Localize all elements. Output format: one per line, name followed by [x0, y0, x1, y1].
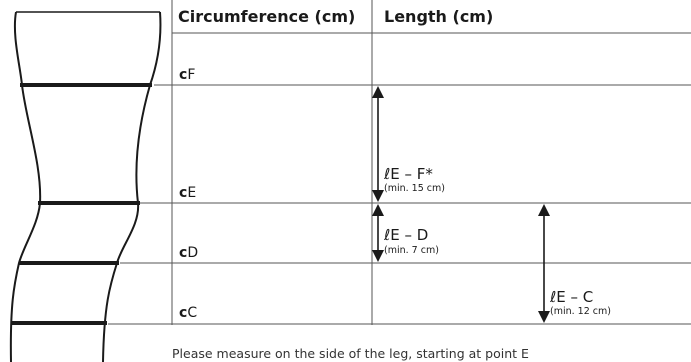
measure-label-e-d: ℓE – D: [384, 226, 429, 244]
measure-label-e-c: ℓE – C: [550, 288, 594, 306]
footnote: Please measure on the side of the leg, s…: [172, 346, 529, 361]
header-circumference: Circumference (cm): [178, 7, 356, 26]
measure-note-e-c: (min. 12 cm): [550, 306, 611, 317]
row-label-ce: cE: [179, 185, 197, 201]
leg-outline-right: [102, 11, 162, 362]
row-label-cd: cD: [179, 245, 199, 261]
arrow-e-d: [372, 204, 384, 262]
measure-note-e-f: (min. 15 cm): [384, 183, 445, 194]
row-label-cf: cF: [179, 67, 196, 83]
arrow-e-f: [372, 86, 384, 202]
arrow-e-c: [538, 204, 550, 323]
header-length: Length (cm): [384, 7, 494, 26]
row-label-cc: cC: [179, 305, 198, 321]
leg-outline-left: [9, 11, 42, 362]
measure-label-e-f: ℓE – F*: [384, 165, 433, 183]
measure-note-e-d: (min. 7 cm): [384, 245, 439, 256]
